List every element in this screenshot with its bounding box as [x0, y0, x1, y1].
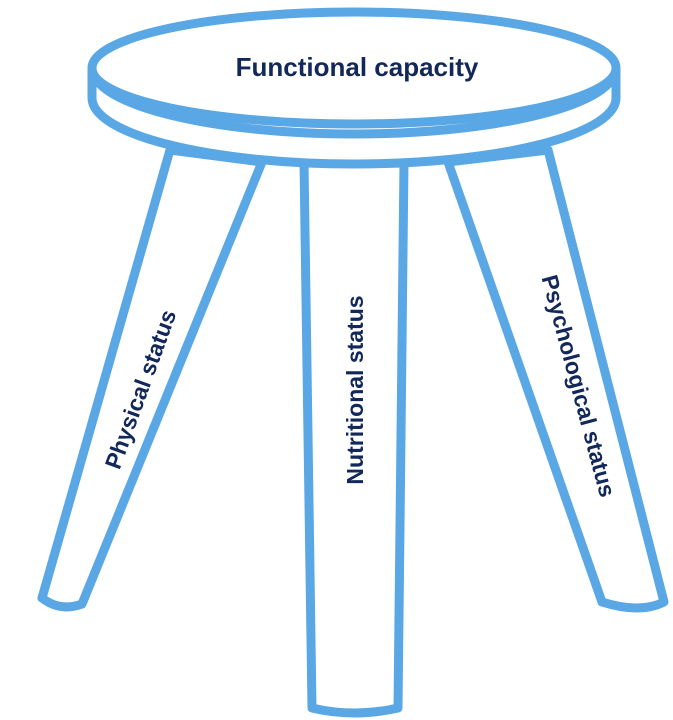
middle-leg: [299, 157, 409, 718]
left-leg: [37, 145, 267, 612]
seat-rim: [87, 63, 621, 169]
middle-leg-label: Nutritional status: [342, 295, 368, 484]
seat-top: [87, 7, 621, 129]
seat-label: Functional capacity: [236, 52, 479, 82]
right-leg: [443, 145, 669, 613]
